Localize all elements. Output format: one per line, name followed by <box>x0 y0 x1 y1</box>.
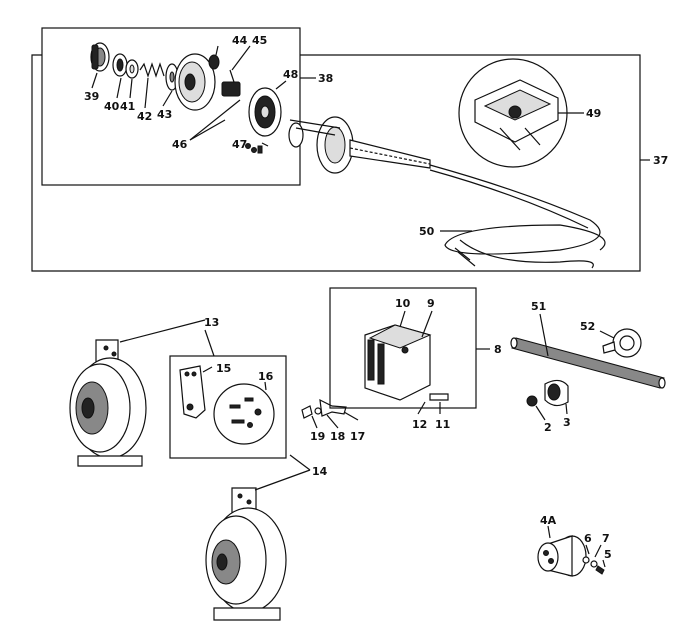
washer-6 <box>582 556 590 564</box>
bracket-kit-box <box>169 355 287 459</box>
label-51: 51 <box>531 300 546 313</box>
steering-column-tube <box>289 116 431 174</box>
label-50: 50 <box>419 225 435 238</box>
label-46: 46 <box>172 138 188 151</box>
label-17: 17 <box>350 430 365 443</box>
label-9: 9 <box>427 297 435 310</box>
leader-lines <box>91 45 615 568</box>
label-15: 15 <box>216 362 231 375</box>
label-41: 41 <box>120 100 135 113</box>
clip-2 <box>526 395 538 407</box>
label-43: 43 <box>157 108 172 121</box>
label-44: 44 <box>232 34 248 47</box>
part-number-labels: 39 40 41 42 43 44 45 48 38 46 47 49 37 5… <box>84 34 668 561</box>
label-40: 40 <box>104 100 120 113</box>
horn-13 <box>69 339 147 467</box>
tube-51 <box>510 337 666 389</box>
label-11: 11 <box>435 418 450 431</box>
label-2: 2 <box>544 421 552 434</box>
horn-14 <box>205 487 287 621</box>
label-52: 52 <box>580 320 595 333</box>
label-5: 5 <box>604 548 612 561</box>
grommet-3 <box>544 379 569 407</box>
label-7: 7 <box>602 532 610 545</box>
horn-push-exploded-parts <box>90 42 304 154</box>
label-19: 19 <box>310 430 325 443</box>
label-42: 42 <box>137 110 152 123</box>
label-39: 39 <box>84 90 99 103</box>
bracket-15 <box>179 365 206 419</box>
wiring-cable-50 <box>429 164 606 269</box>
label-18: 18 <box>330 430 345 443</box>
label-37: 37 <box>653 154 668 167</box>
socket-4a <box>537 535 587 577</box>
label-48: 48 <box>283 68 298 81</box>
label-13: 13 <box>204 316 219 329</box>
fixing-kit-16 <box>213 383 275 445</box>
frame-37 <box>31 54 650 272</box>
relay-frame <box>329 287 477 409</box>
label-10: 10 <box>395 297 411 310</box>
label-3: 3 <box>563 416 571 429</box>
bolt-parts-17-19 <box>301 398 347 419</box>
label-6: 6 <box>584 532 592 545</box>
screw-5 <box>595 565 605 575</box>
washer-7 <box>590 560 598 568</box>
label-12: 12 <box>412 418 427 431</box>
label-8: 8 <box>494 343 502 356</box>
label-47: 47 <box>232 138 247 151</box>
label-14: 14 <box>312 465 328 478</box>
label-49: 49 <box>586 107 601 120</box>
label-45: 45 <box>252 34 267 47</box>
connector-detail-49 <box>458 58 568 168</box>
terminal-tag-52 <box>602 328 642 358</box>
label-38: 38 <box>318 72 333 85</box>
label-4a: 4A <box>540 514 557 527</box>
relay-8 <box>364 324 449 401</box>
label-16: 16 <box>258 370 274 383</box>
frame-38 <box>41 27 301 186</box>
